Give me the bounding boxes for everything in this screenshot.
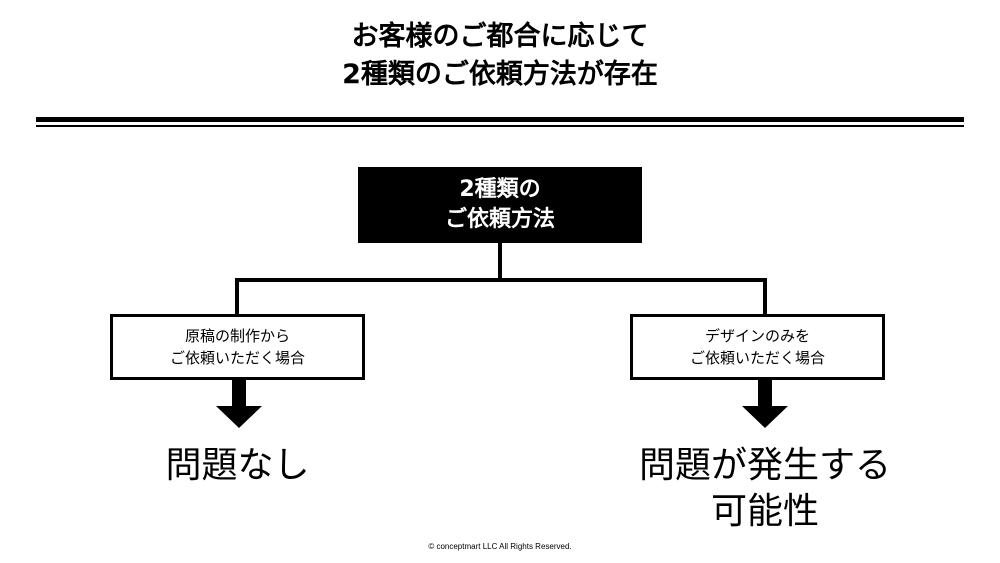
root-node-line-2: ご依頼方法 xyxy=(444,207,555,232)
branch-node-design-only: デザインのみを ご依頼いただく場合 xyxy=(630,314,885,380)
slide-title: お客様のご都合に応じて 2種類のご依頼方法が存在 xyxy=(0,18,1000,94)
branch-node-design-only-line-1: デザインのみを xyxy=(704,327,810,345)
title-divider-thick xyxy=(36,117,964,122)
slide-title-line-2: 2種類のご依頼方法が存在 xyxy=(342,59,658,90)
result-no-problem-line-1: 問題なし xyxy=(165,445,310,486)
result-no-problem: 問題なし xyxy=(65,443,410,489)
result-possible-problem-line-1: 問題が発生する xyxy=(638,445,891,486)
branch-node-manuscript-line-2: ご依頼いただく場合 xyxy=(169,349,305,367)
root-node-line-1: 2種類の xyxy=(459,177,541,202)
slide-title-line-1: お客様のご都合に応じて xyxy=(351,21,649,52)
connector-right-down xyxy=(763,278,767,316)
root-node: 2種類の ご依頼方法 xyxy=(358,167,642,243)
branch-node-manuscript-line-1: 原稿の制作から xyxy=(184,327,290,345)
result-possible-problem: 問題が発生する 可能性 xyxy=(595,443,935,535)
title-divider-thin xyxy=(36,125,964,127)
result-possible-problem-line-2: 可能性 xyxy=(710,491,819,532)
down-arrow-icon xyxy=(216,380,262,428)
branch-node-manuscript: 原稿の制作から ご依頼いただく場合 xyxy=(110,314,365,380)
connector-root-down xyxy=(498,243,502,280)
branch-node-design-only-line-2: ご依頼いただく場合 xyxy=(689,349,825,367)
down-arrow-icon xyxy=(742,380,788,428)
copyright-footer: © conceptmart LLC All Rights Reserved. xyxy=(428,542,572,551)
connector-left-down xyxy=(235,278,239,316)
connector-horizontal xyxy=(235,278,767,282)
